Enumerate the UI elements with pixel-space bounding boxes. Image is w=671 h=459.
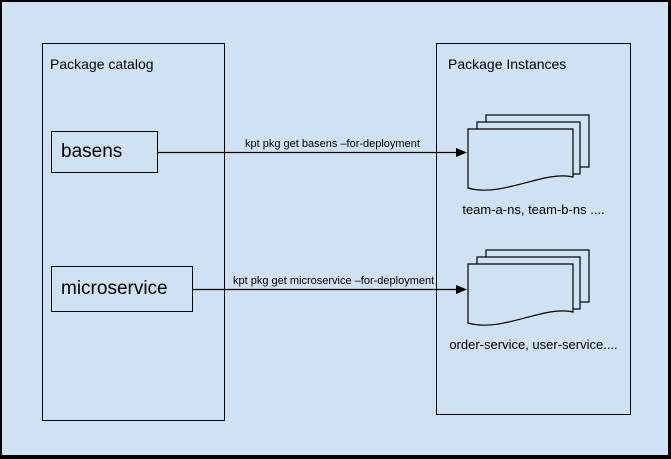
stack-caption-services: order-service, user-service....	[449, 337, 618, 352]
package-instances-title: Package Instances	[448, 56, 567, 72]
diagram-canvas: Package catalog Package Instances basens…	[2, 2, 668, 455]
package-instances-box	[436, 43, 631, 415]
microservice-node: microservice	[51, 266, 193, 312]
arrow-label-microservice-command: kpt pkg get microservice –for-deployment	[233, 275, 435, 287]
microservice-node-label: microservice	[61, 278, 168, 299]
basens-node-label: basens	[61, 141, 123, 162]
package-catalog-box	[42, 43, 225, 421]
arrow-label-basens-command: kpt pkg get basens –for-deployment	[245, 138, 420, 150]
package-catalog-title: Package catalog	[50, 56, 154, 72]
basens-node: basens	[51, 131, 158, 173]
stack-caption-namespaces: team-a-ns, team-b-ns ....	[462, 202, 605, 217]
